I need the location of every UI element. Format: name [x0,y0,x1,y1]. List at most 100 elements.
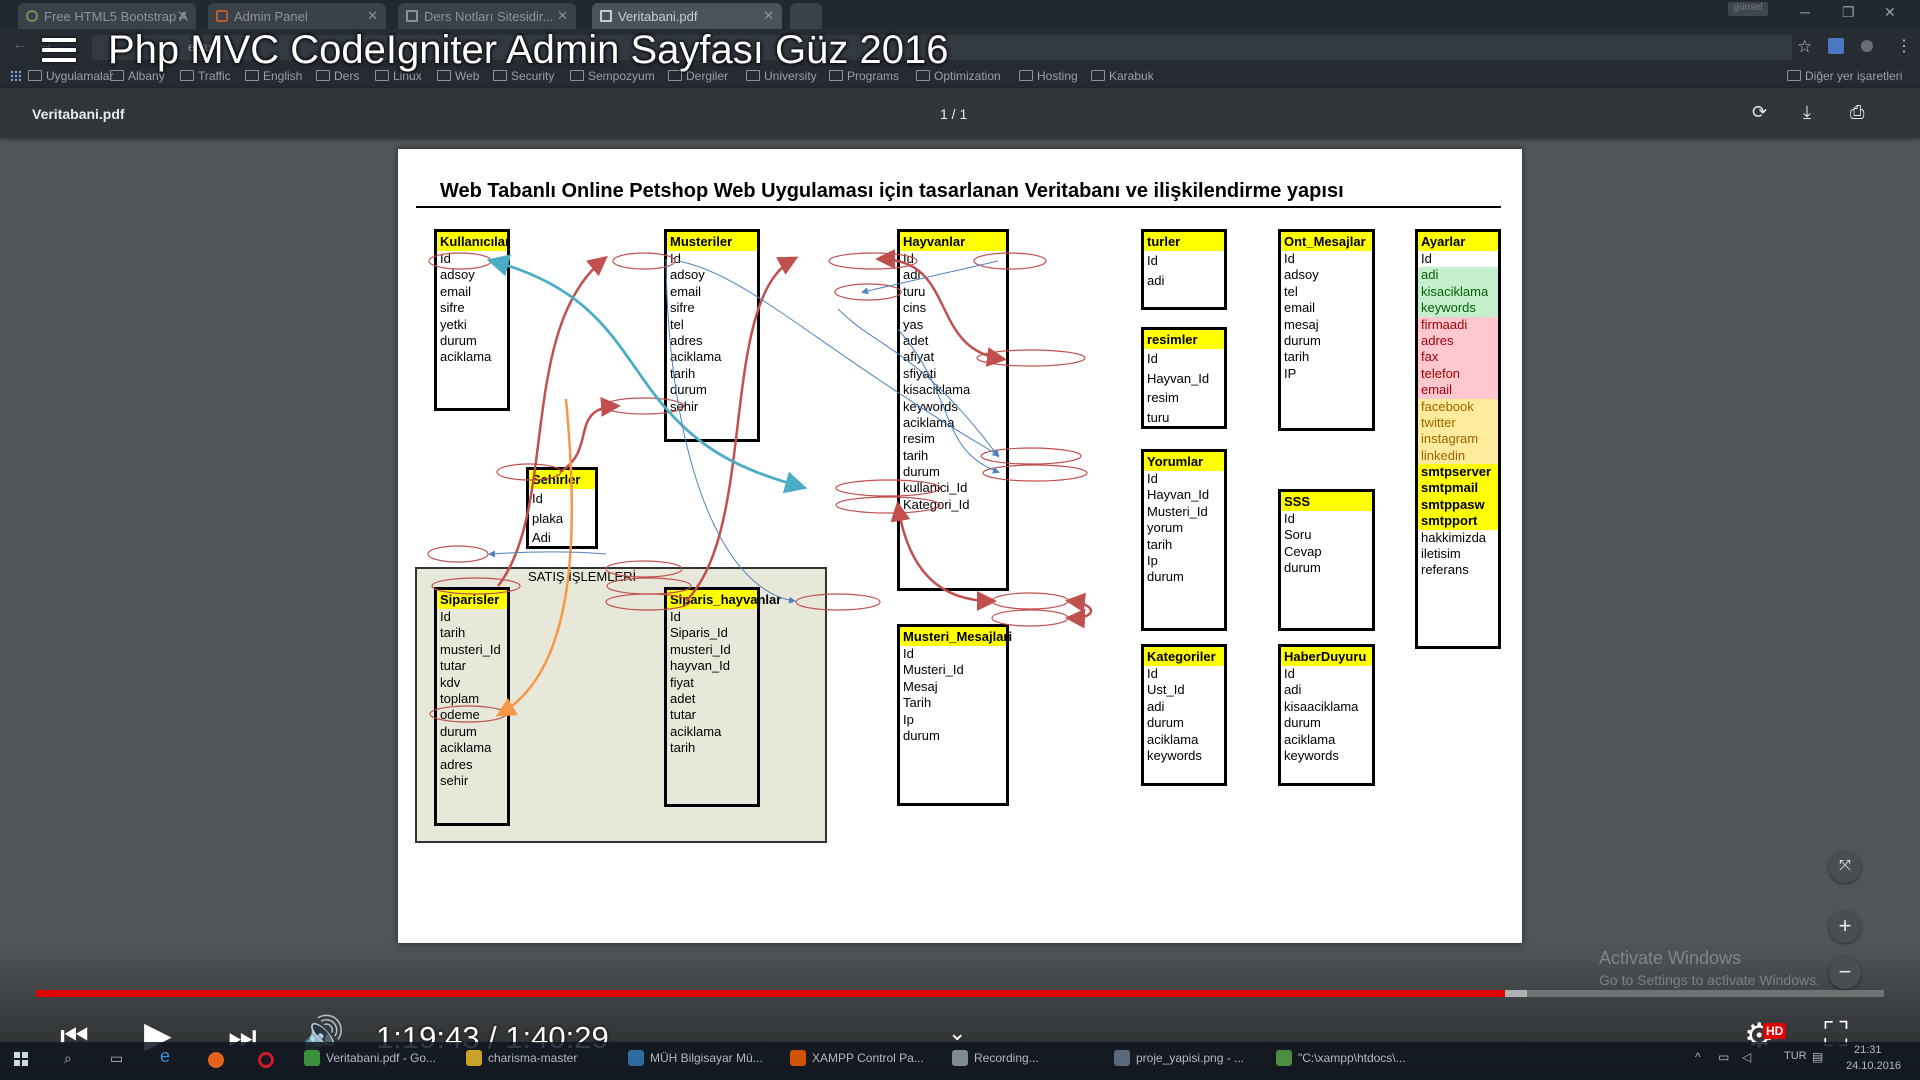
firefox-icon[interactable] [208,1052,224,1068]
bookmark-folder[interactable]: Optimization [916,69,1001,83]
field-yorumlar-ip: Ip [1147,552,1158,568]
tab-ders-notlari[interactable]: Ders Notları Sitesidir...✕ [398,3,576,29]
field-sss-id: Id [1284,511,1295,526]
field-siparisler-toplam: toplam [440,690,480,706]
taskbar-item[interactable]: proje_yapisi.png - ... [1114,1050,1244,1066]
bookmark-folder[interactable]: Sempozyum [570,69,655,83]
field-siparisler-adres: adres [440,756,473,772]
clock-time[interactable]: 21:31 [1854,1044,1882,1056]
taskbar-item[interactable]: Recording... [952,1050,1039,1066]
tray-chevron-icon[interactable]: ^ [1695,1050,1701,1064]
orange-relation-arrow [495,398,574,717]
tab-admin-panel[interactable]: Admin Panel✕ [208,3,386,29]
close-icon[interactable]: ✕ [367,8,378,23]
language-indicator[interactable]: TUR [1784,1050,1807,1062]
field-hayvanlar-durum: durum [903,464,940,480]
bookmark-folder[interactable]: Security [493,69,554,83]
edge-icon[interactable]: e [160,1046,171,1066]
star-icon[interactable]: ☆ [1797,37,1813,56]
browser-tab-strip: Free HTML5 Bootstrap A✕ Admin Panel✕ Der… [0,0,1920,29]
field-sehirler-plaka: plaka [532,510,564,526]
taskbar-item[interactable]: Veritabani.pdf - Go... [304,1050,436,1066]
field-kategoriler-adi: adi [1147,698,1165,714]
search-icon[interactable]: ⌕ [64,1050,72,1066]
apps-grid-icon[interactable] [10,70,21,81]
close-icon[interactable]: ✕ [763,8,774,23]
table-header: Ont_Mesajlar [1281,232,1372,251]
fit-page-button[interactable]: ⤧ [1829,851,1861,883]
download-icon[interactable]: ⤓ [1803,102,1811,122]
omnibox[interactable]: el.ru [92,35,1792,60]
new-tab-button[interactable] [790,3,822,29]
field-ont_mesajlar-id: Id [1284,251,1295,266]
playlist-menu-icon[interactable] [42,38,78,68]
kebab-menu-icon[interactable]: ⋮ [1896,38,1912,55]
bookmark-folder[interactable]: Traffic [180,69,231,83]
field-kategoriler-aciklama: aciklama [1147,731,1199,747]
red-relation-arrows [497,249,1092,629]
field-siparis_hayvanlar-adet: adet [670,690,696,706]
bookmark-folder[interactable]: Hosting [1019,69,1078,83]
field-ayarlar-smtppasw: smtppasw [1418,496,1498,514]
editor-app-icon [1276,1050,1292,1066]
extension-icon[interactable] [1861,40,1873,52]
clock-date[interactable]: 24.10.2016 [1846,1060,1902,1072]
bookmark-folder[interactable]: Karabuk [1091,69,1154,83]
folder-app-icon [466,1050,482,1066]
field-siparis_hayvanlar-fiyat: fiyat [670,674,694,690]
field-ont_mesajlar-durum: durum [1284,332,1321,348]
close-icon[interactable]: ✕ [557,8,568,23]
back-icon[interactable]: ← [12,36,28,53]
video-progress-bar[interactable] [36,990,1884,997]
close-window-icon[interactable]: ✕ [1884,4,1896,20]
taskbar-item[interactable]: XAMPP Control Pa... [790,1050,924,1066]
network-icon[interactable]: ▭ [1718,1050,1730,1064]
bookmark-folder[interactable]: Dergiler [668,69,728,83]
start-windows-icon[interactable] [14,1052,28,1066]
bookmark-folder[interactable]: English [245,69,302,83]
field-ayarlar-adres: adres [1418,332,1498,350]
field-kullanicilar-adsoy: adsoy [440,267,475,283]
tab-veritabani-pdf[interactable]: Veritabani.pdf✕ [592,3,782,29]
bookmark-folder[interactable]: Programs [829,69,899,83]
rotate-icon[interactable]: ⟳ [1752,102,1768,122]
bookmark-folder[interactable]: University [746,69,817,83]
chevron-down-icon[interactable]: ⌄ [948,1020,967,1045]
field-yorumlar-tarih: tarih [1147,536,1173,552]
close-icon[interactable]: ✕ [177,8,188,23]
bookmark-folder[interactable]: Ders [316,69,359,83]
profile-badge[interactable]: günsel [1728,2,1768,16]
taskbar-item[interactable]: "C:\xampp\htdocs\... [1276,1050,1406,1066]
bookmark-apps[interactable]: Uygulamalar [28,69,113,83]
minimize-icon[interactable]: ─ [1800,4,1810,20]
bookmark-folder[interactable]: Web [437,69,479,83]
bookmark-folder[interactable]: Albany [110,69,165,83]
tab-bootstrap[interactable]: Free HTML5 Bootstrap A✕ [18,3,196,29]
taskbar-item-label: MÜH Bilgisayar Mü... [650,1051,763,1065]
opera-icon[interactable] [258,1052,274,1068]
print-icon[interactable]: ⎙ [1850,102,1865,122]
other-bookmarks[interactable]: Diğer yer işaretleri [1787,69,1902,83]
field-sss-soru: Soru [1284,527,1312,543]
zoom-in-button[interactable]: + [1829,911,1861,943]
xampp-app-icon [790,1050,806,1066]
taskbar-item-label: proje_yapisi.png - ... [1136,1051,1245,1065]
taskbar-item[interactable]: MÜH Bilgisayar Mü... [628,1050,763,1066]
task-view-icon[interactable]: ▭ [110,1050,124,1066]
maximize-icon[interactable]: ❐ [1842,4,1855,20]
taskbar-item[interactable]: charisma-master [466,1050,577,1066]
zoom-out-button[interactable]: − [1829,957,1861,989]
field-ayarlar-twitter: twitter [1418,414,1498,432]
recorder-app-icon [952,1050,968,1066]
bookmark-folder[interactable]: Linux [375,69,422,83]
relationship-lines [427,249,1092,723]
table-header: Siparis_hayvanlar [667,590,781,609]
translate-icon[interactable] [1828,38,1844,54]
volume-tray-icon[interactable]: ◁ [1742,1050,1752,1064]
message-icon[interactable]: ▤ [1812,1050,1824,1064]
